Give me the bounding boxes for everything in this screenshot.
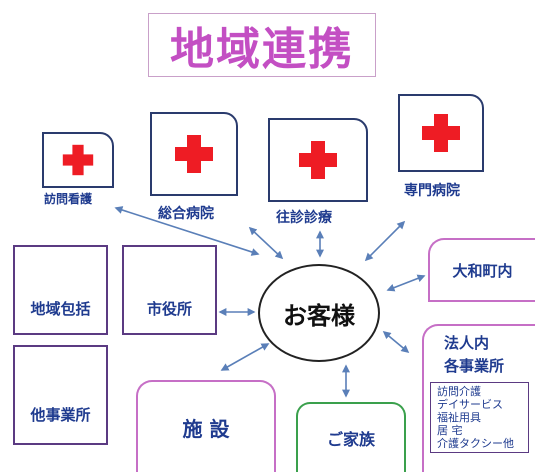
facility-box: 施 設	[136, 380, 276, 472]
tajigyo-box: 他事業所	[13, 345, 108, 445]
red-cross-icon	[62, 144, 94, 176]
arrow-specialty-hospital	[364, 220, 406, 262]
houjin-line2: 各事業所	[444, 357, 505, 375]
arrow-yamato	[386, 274, 426, 292]
family-label: ご家族	[326, 430, 375, 449]
facility-label: 施 設	[182, 416, 230, 441]
specialty-hospital-label: 専門病院	[404, 183, 460, 199]
services-list: 訪問介護 デイサービス 福祉用具 居 宅 介護タクシー他	[430, 382, 529, 453]
chiiki-box: 地域包括	[13, 245, 108, 335]
chiiki-label: 地域包括	[30, 300, 91, 318]
service-item: 介護タクシー他	[437, 437, 514, 450]
red-cross-icon	[422, 114, 460, 152]
general-hospital-card	[150, 112, 238, 196]
specialty-hospital-card	[398, 94, 484, 172]
family-box: ご家族	[296, 402, 406, 472]
arrow-home-nursing	[114, 206, 260, 256]
arrow-facility	[220, 343, 270, 371]
houjin-line1: 法人内	[444, 334, 490, 352]
home-nursing-card	[42, 132, 114, 188]
yamato-box: 大和町内	[428, 238, 535, 302]
home-visit-label: 往診診療	[276, 210, 332, 226]
houjin-box: 法人内 各事業所 訪問介護 デイサービス 福祉用具 居 宅 介護タクシー他	[422, 324, 535, 472]
arrow-houjin	[382, 330, 410, 354]
service-item: デイサービス	[437, 398, 503, 411]
arrow-general-hospital	[248, 226, 284, 260]
customer-circle: お客様	[258, 264, 380, 362]
red-cross-icon	[299, 141, 337, 179]
diagram-title: 地域連携	[148, 13, 376, 77]
home-visit-card	[268, 118, 368, 202]
yamato-label: 大和町内	[452, 261, 513, 280]
tajigyo-label: 他事業所	[30, 406, 91, 424]
service-item: 居 宅	[437, 424, 463, 437]
shiyakusho-label: 市役所	[146, 300, 192, 318]
service-item: 福祉用具	[437, 411, 481, 424]
customer-label: お客様	[283, 301, 355, 330]
home-nursing-label: 訪問看護	[44, 192, 93, 206]
service-item: 訪問介護	[437, 385, 481, 398]
red-cross-icon	[175, 135, 213, 173]
